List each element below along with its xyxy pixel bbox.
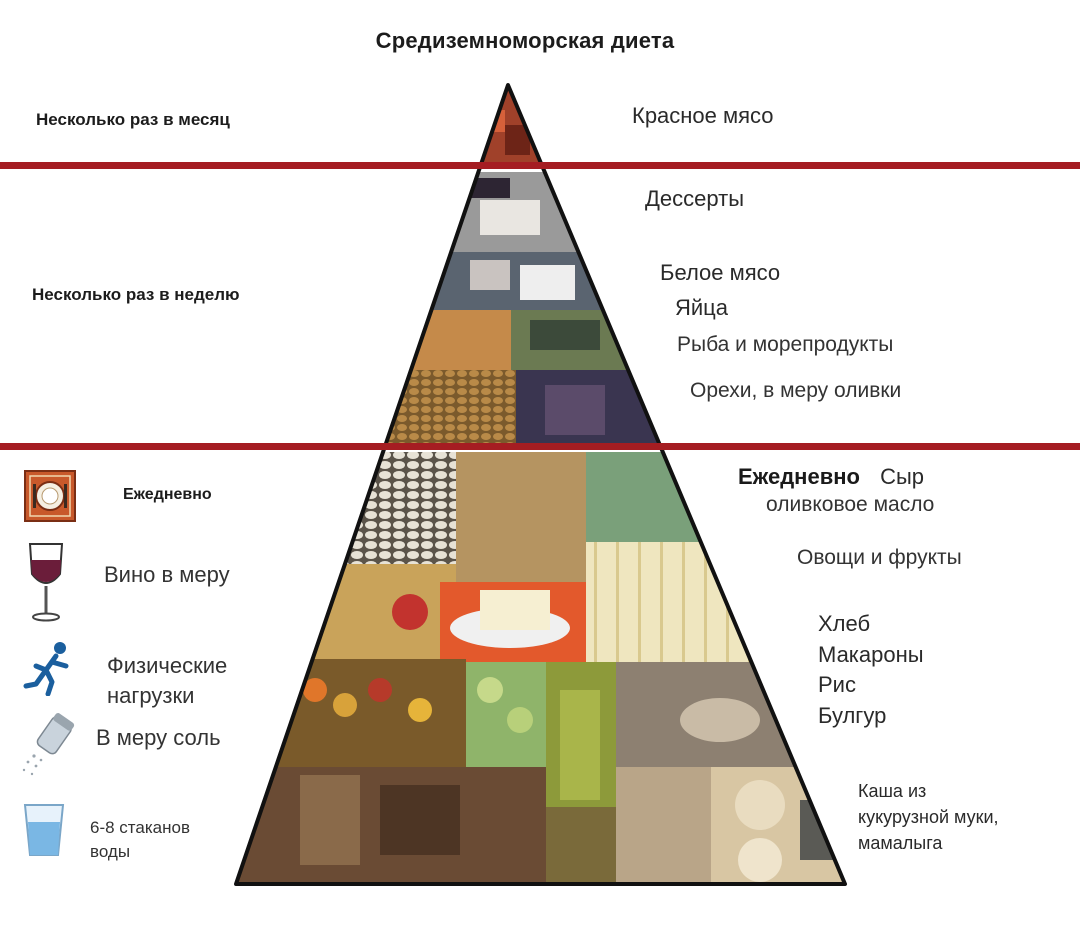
daily-foods-header: Ежедневно Сыр bbox=[738, 464, 924, 490]
food-polenta-line2: кукурузной муки, bbox=[858, 807, 999, 827]
page-title: Средиземноморская диета bbox=[375, 28, 675, 53]
food-desserts: Дессерты bbox=[645, 186, 745, 211]
food-white-meat: Белое мясо bbox=[660, 260, 781, 285]
wine-glass-icon bbox=[28, 543, 64, 622]
food-pasta: Макароны bbox=[818, 642, 924, 667]
beans-photo bbox=[236, 452, 456, 564]
separator-weekly-daily bbox=[0, 443, 1080, 450]
food-cheese: Сыр bbox=[880, 464, 925, 489]
nuts-photo bbox=[236, 370, 516, 445]
frequency-weekly: Несколько раз в неделю bbox=[32, 285, 240, 304]
salt-shaker-icon bbox=[22, 713, 75, 776]
food-vegetables-fruits: Овощи и фрукты bbox=[797, 546, 962, 569]
food-eggs: Яйца bbox=[675, 295, 729, 320]
food-rice: Рис bbox=[818, 672, 856, 697]
food-olive-oil: оливковое масло bbox=[766, 493, 935, 516]
food-bread: Хлеб bbox=[818, 611, 871, 636]
polenta-photo bbox=[616, 767, 711, 884]
pasta-nest-photo bbox=[456, 452, 586, 582]
lifestyle-exercise-line2: нагрузки bbox=[107, 683, 195, 708]
running-person-icon bbox=[23, 642, 69, 696]
frequency-monthly: Несколько раз в месяц bbox=[36, 110, 230, 129]
frequency-daily: Ежедневно bbox=[123, 486, 212, 503]
food-fish-seafood: Рыба и морепродукты bbox=[677, 333, 894, 356]
apples-photo bbox=[466, 662, 546, 767]
lifestyle-water-line2: воды bbox=[90, 842, 131, 861]
food-polenta-line3: мамалыга bbox=[858, 833, 943, 853]
lifestyle-water-line1: 6-8 стаканов bbox=[90, 818, 190, 837]
bread-rolls-photo bbox=[236, 310, 511, 370]
water-glass-icon bbox=[23, 804, 65, 856]
food-red-meat: Красное мясо bbox=[632, 103, 774, 128]
lifestyle-wine: Вино в меру bbox=[104, 562, 230, 587]
pyramid-outline bbox=[234, 83, 847, 886]
lifestyle-exercise-line1: Физические bbox=[107, 653, 228, 678]
daily-foods-header-label: Ежедневно bbox=[738, 464, 860, 489]
plate-icon bbox=[24, 470, 76, 522]
lifestyle-salt: В меру соль bbox=[96, 725, 221, 750]
separator-monthly-weekly bbox=[0, 162, 1080, 169]
food-bulgur: Булгур bbox=[818, 703, 887, 728]
food-nuts-olives: Орехи, в меру оливки bbox=[690, 379, 902, 402]
desserts-photo bbox=[236, 172, 845, 252]
food-polenta-line1: Каша из bbox=[858, 781, 927, 801]
bread-rolls-base-photo bbox=[711, 767, 845, 884]
